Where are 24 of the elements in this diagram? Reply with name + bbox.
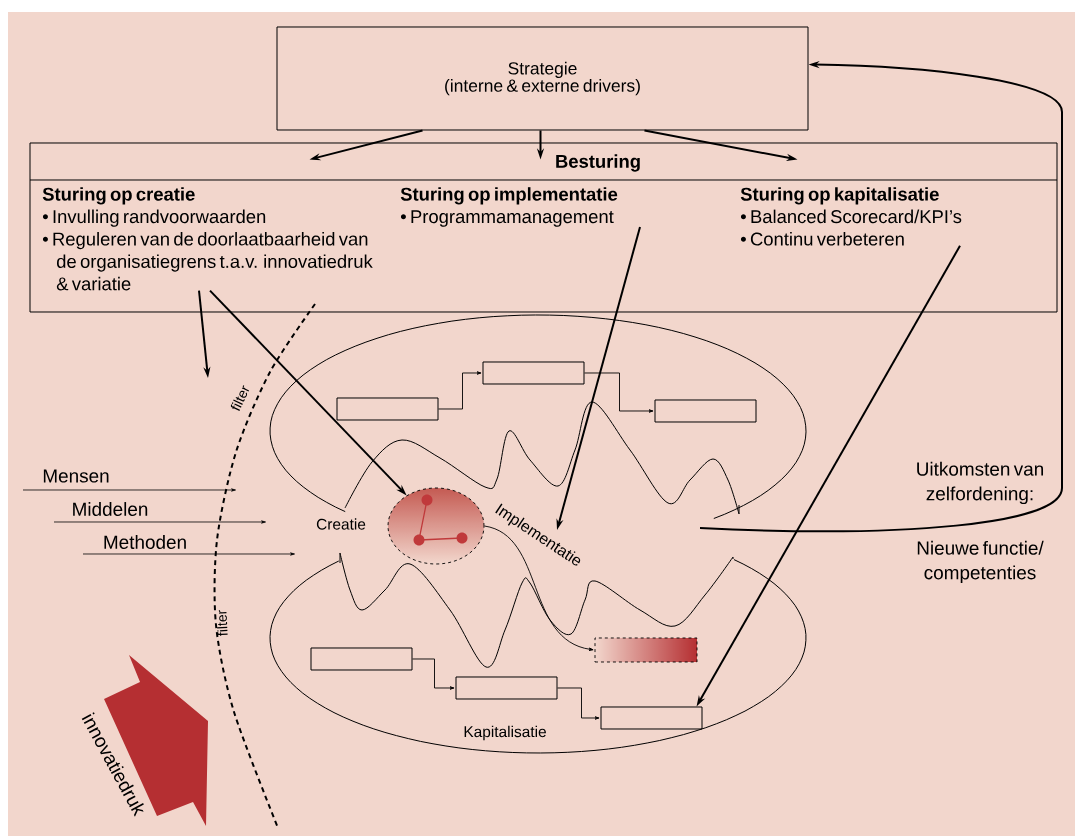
- strategy-box: Strategie (interne & externe drivers): [276, 26, 809, 131]
- column-text: Sturing op creatie • Invulling randvoorwaarden • Reguleren van de doorlaatbaarheid van de organisatiegrens t.a.v. innovatiedruk & variatie: [42, 187, 373, 291]
- arrow: [412, 658, 455, 690]
- input-label: Mensen: [43, 469, 109, 483]
- outcome-label: Nieuwe functie/ competenties: [917, 540, 1044, 584]
- process-box: [310, 647, 413, 671]
- region-label: Creatie: [316, 518, 366, 530]
- process-box: [654, 399, 757, 423]
- arrow: [438, 371, 482, 410]
- process-box: [600, 706, 703, 730]
- process-box: [455, 676, 558, 700]
- input-label: Methoden: [104, 535, 186, 549]
- input-label: Middelen: [73, 502, 148, 516]
- column-text: Sturing op implementatie • Programmamanagement: [400, 187, 618, 227]
- arrow: [484, 525, 594, 651]
- filter-label: filter: [230, 385, 250, 411]
- process-box: [336, 397, 439, 421]
- column-text: Sturing op kapitalisatie • Balanced Scorecard/KPI’s • Continu verbeteren: [740, 187, 962, 246]
- arrow: [584, 372, 654, 413]
- process-box: [482, 361, 585, 385]
- outcome-label: Uitkomsten van zelfordening:: [917, 461, 1043, 505]
- filter-label: filter: [217, 610, 228, 637]
- arrow: [557, 687, 600, 720]
- gradient-box: [594, 637, 698, 663]
